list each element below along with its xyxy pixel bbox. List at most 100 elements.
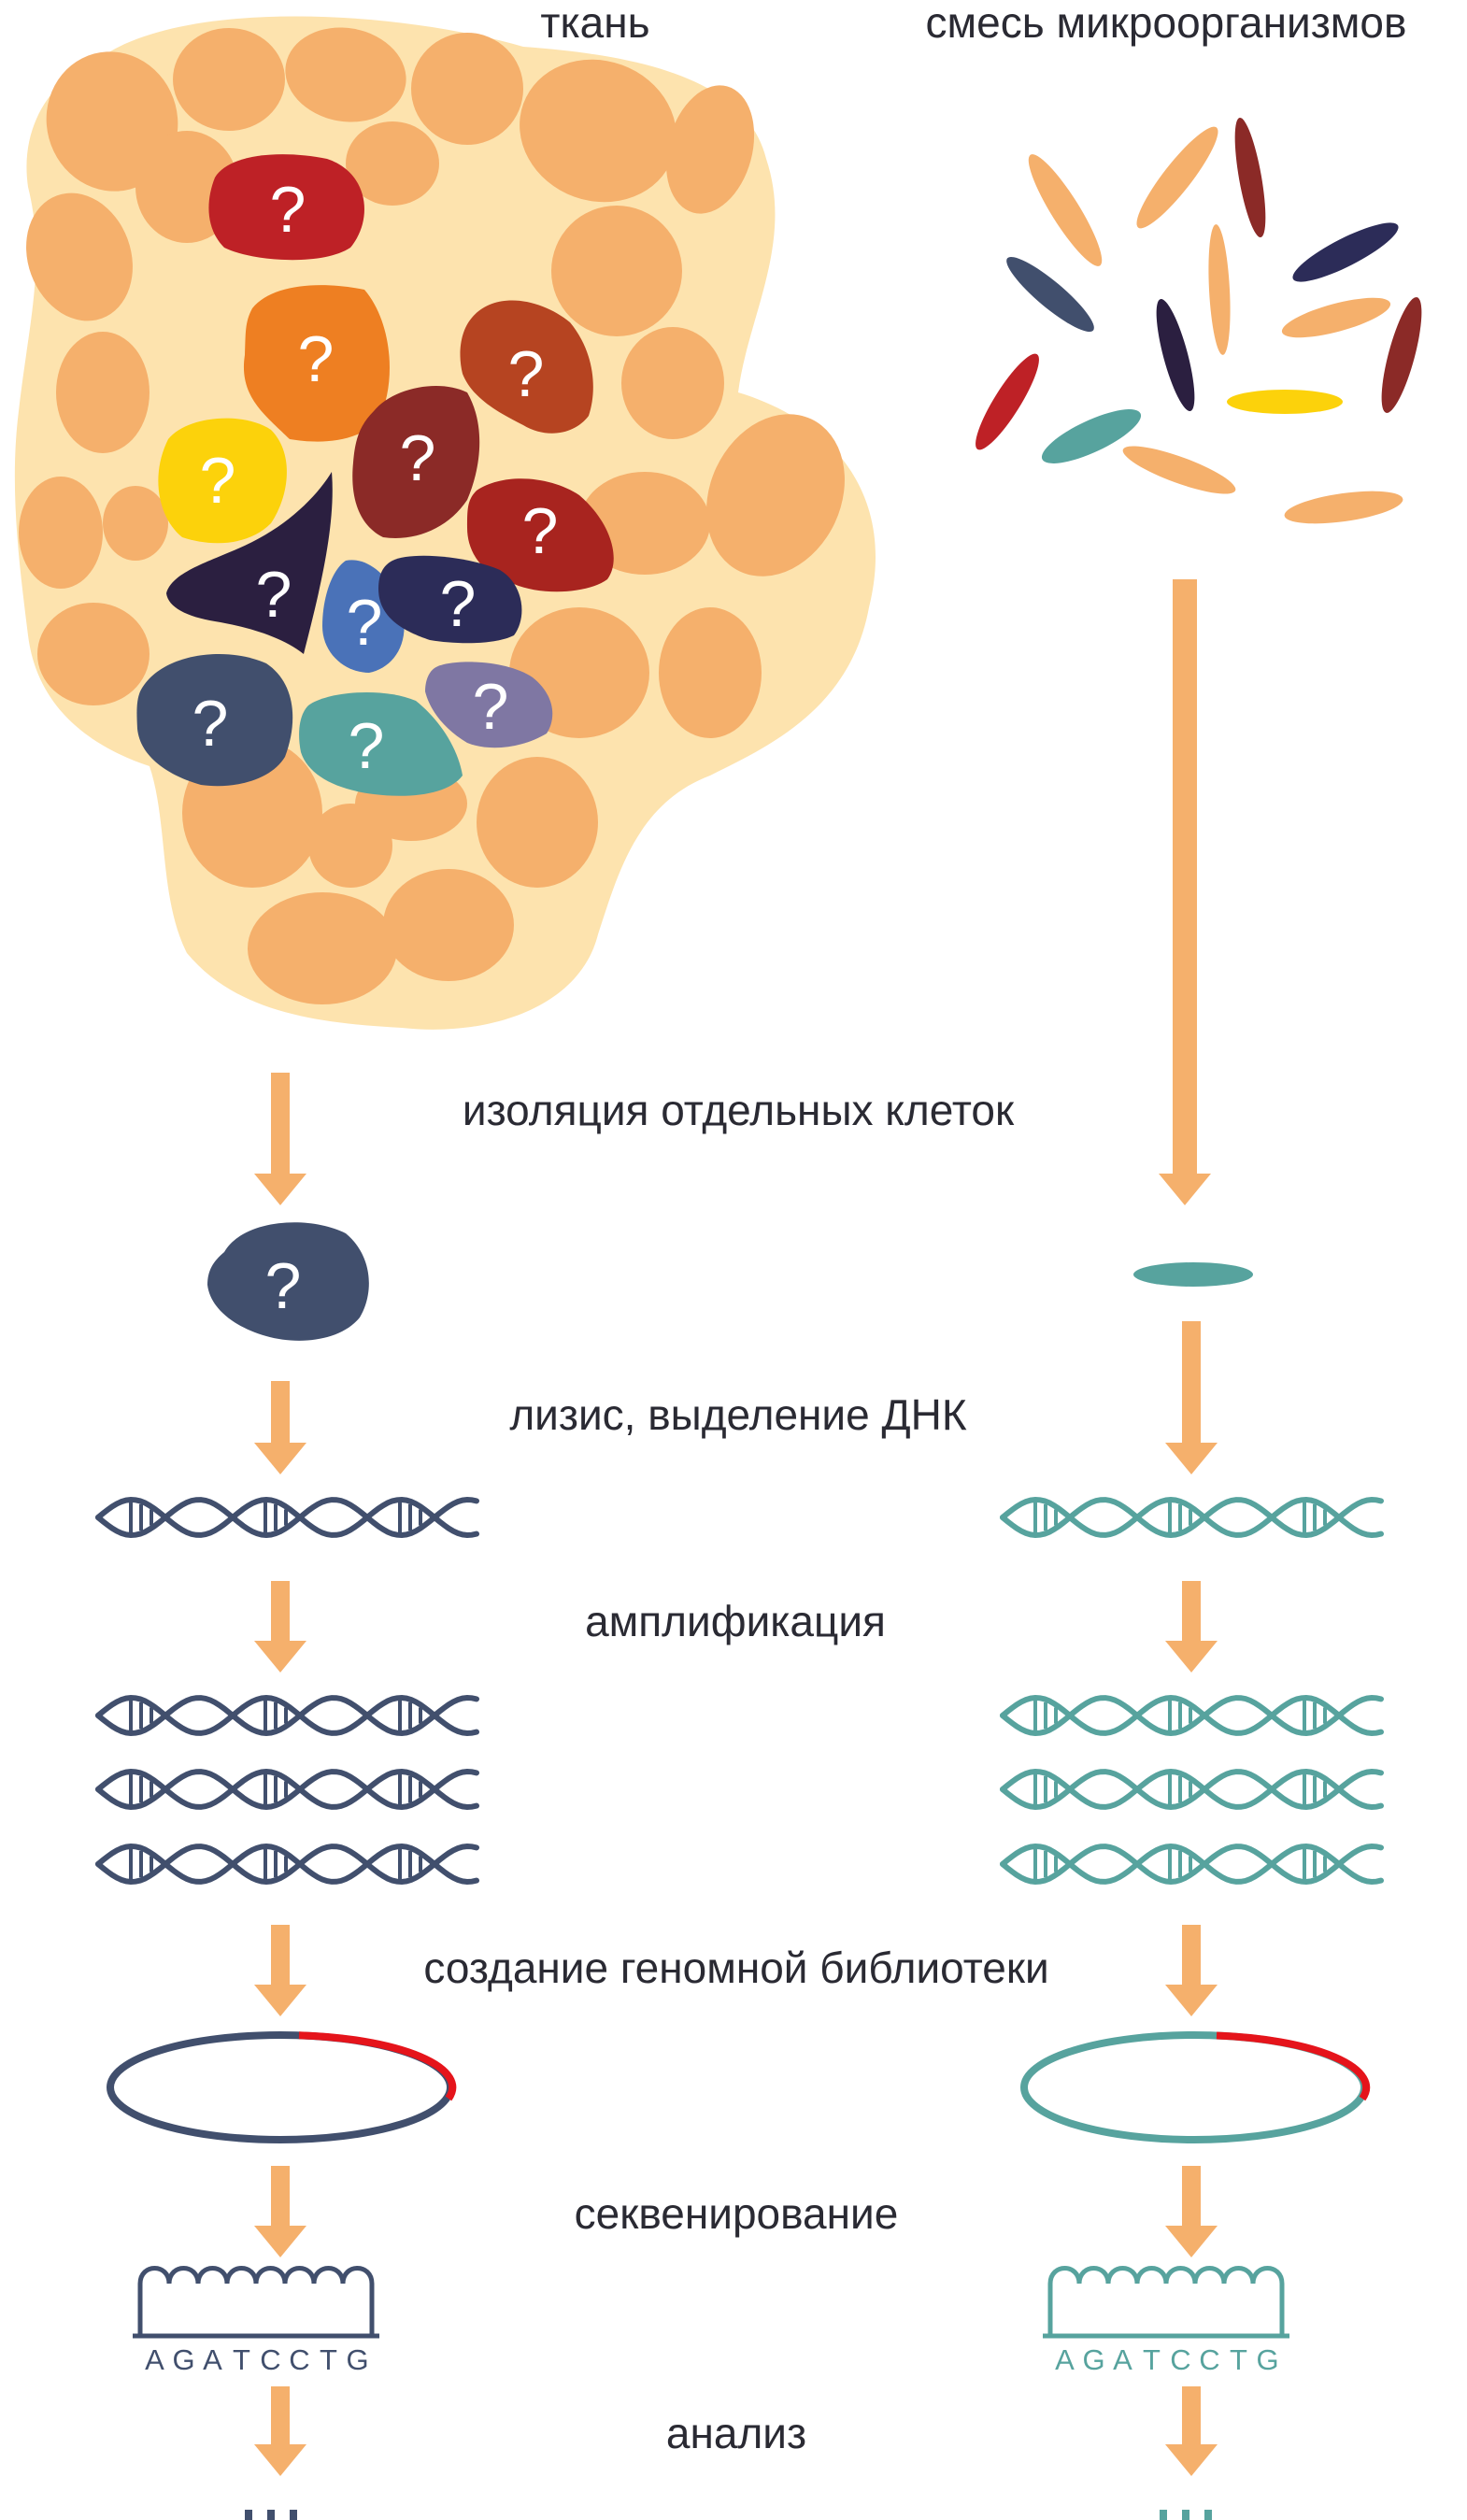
analysis-bar: [267, 2510, 275, 2520]
down-arrow-icon: [1159, 579, 1211, 1205]
step-label-isolation: изоляция отдельных клеток: [463, 1086, 1015, 1134]
dna-backbone: [95, 1768, 479, 1811]
arrow-shaft: [271, 2166, 290, 2226]
down-arrow-icon: [1165, 1321, 1218, 1474]
tissue-cell: [411, 33, 523, 145]
dna-backbone: [1000, 1843, 1384, 1886]
header-microbe-mix: смесь микроорганизмов: [926, 0, 1407, 47]
isolated-cell: [207, 1222, 369, 1341]
down-arrow-icon: [254, 1381, 306, 1474]
analysis-bars-left: [245, 2510, 297, 2520]
arrow-head: [1165, 1985, 1218, 2016]
bacteria-icon: [1234, 117, 1266, 238]
flow-arrows: [254, 579, 1218, 2476]
analysis-bar: [1204, 2510, 1212, 2520]
dna-strand-icon: [1000, 1496, 1384, 1539]
dna-backbone: [95, 1496, 479, 1539]
chromatogram-peaks: [1047, 2266, 1285, 2336]
dna-strand-icon: [1000, 1843, 1384, 1886]
tissue-cell: [103, 486, 168, 561]
mystery-cell-crimson: [467, 478, 614, 592]
dna-backbone: [1000, 1496, 1384, 1539]
question-mark-icon: ?: [298, 322, 335, 395]
tissue-cell: [19, 477, 103, 589]
plasmid-insert: [298, 2031, 457, 2101]
arrow-head: [1165, 2444, 1218, 2476]
arrow-shaft: [1182, 2386, 1201, 2444]
dna-strand-icon: [95, 1843, 479, 1886]
down-arrow-icon: [254, 1073, 306, 1205]
sequence-letter: T: [1230, 2343, 1247, 2376]
tissue-cell: [520, 59, 677, 203]
tissue-cell: [346, 121, 439, 206]
bacteria-icon: [1006, 256, 1094, 333]
dna-strand-icon: [95, 1768, 479, 1811]
sequence-letter: G: [1256, 2343, 1278, 2376]
arrow-shaft: [1182, 1581, 1201, 1641]
bacteria-icon: [1381, 297, 1422, 413]
plasmid-insert: [1216, 2031, 1371, 2101]
bacteria-icon: [1156, 299, 1195, 411]
down-arrow-icon: [254, 1581, 306, 1673]
question-mark-icon: ?: [265, 1249, 302, 1322]
plasmid-right: [1020, 2031, 1371, 2143]
question-mark-icon: ?: [522, 494, 559, 567]
tissue-cells: [19, 27, 845, 1004]
dna-backbone: [1000, 1496, 1384, 1539]
arrow-head: [254, 1641, 306, 1673]
question-mark-icon: ?: [200, 444, 236, 517]
arrow-head: [254, 1443, 306, 1474]
mystery-cell-maroon: [352, 385, 480, 538]
mystery-cell-teal: [299, 691, 463, 796]
dna-strand-icon: [1000, 1694, 1384, 1737]
mystery-cell-brown: [460, 300, 593, 434]
sequence-letter: C: [260, 2343, 280, 2376]
arrow-shaft: [1182, 1321, 1201, 1443]
dna-backbone: [95, 1496, 479, 1539]
down-arrow-icon: [254, 1925, 306, 2016]
bacteria-icon: [1292, 222, 1399, 282]
down-arrow-icon: [1165, 1581, 1218, 1673]
step-label-amplification: амплификация: [585, 1597, 886, 1645]
step-label-analysis: анализ: [666, 2409, 806, 2457]
tissue-cell: [621, 327, 724, 439]
arrow-head: [254, 1174, 306, 1205]
dna-backbone: [95, 1694, 479, 1737]
tissue-cell: [308, 804, 392, 888]
tissue-cell: [477, 757, 598, 888]
dna-backbone: [95, 1843, 479, 1886]
question-mark-icon: ?: [400, 421, 436, 494]
analysis-bar: [1182, 2510, 1189, 2520]
tissue-cell: [659, 607, 762, 738]
question-mark-icon: ?: [440, 567, 477, 640]
sequence-letter: A: [203, 2343, 222, 2376]
sequence-letter: G: [346, 2343, 368, 2376]
analysis-bar: [245, 2510, 252, 2520]
mystery-cell-lavender: [425, 662, 553, 748]
mystery-cells: [136, 154, 614, 796]
arrow-head: [1165, 1443, 1218, 1474]
dna-backbone: [1000, 1843, 1384, 1886]
dna-backbone: [1000, 1768, 1384, 1811]
plasmid-left: [107, 2031, 457, 2143]
mystery-cell-yellow: [158, 418, 287, 544]
arrow-shaft: [1182, 1925, 1201, 1985]
isolated-bacterium: [1133, 1262, 1253, 1287]
down-arrow-icon: [1165, 1925, 1218, 2016]
tissue-cell: [285, 27, 406, 122]
bacteria-icon: [1028, 154, 1103, 266]
sequence-letter: C: [289, 2343, 309, 2376]
analysis-bar: [290, 2510, 297, 2520]
bacteria-icon: [1041, 409, 1142, 463]
dna-strand-icon: [95, 1694, 479, 1737]
arrow-shaft: [271, 1581, 290, 1641]
bacteria-icon: [1281, 297, 1391, 338]
tissue-cell: [26, 192, 133, 321]
step-label-lysis: лизис, выделение ДНК: [509, 1390, 967, 1439]
bacteria-icon: [1284, 491, 1403, 524]
dna-strands: [95, 1496, 1384, 1886]
arrow-head: [1165, 1641, 1218, 1673]
arrow-shaft: [1173, 579, 1197, 1174]
